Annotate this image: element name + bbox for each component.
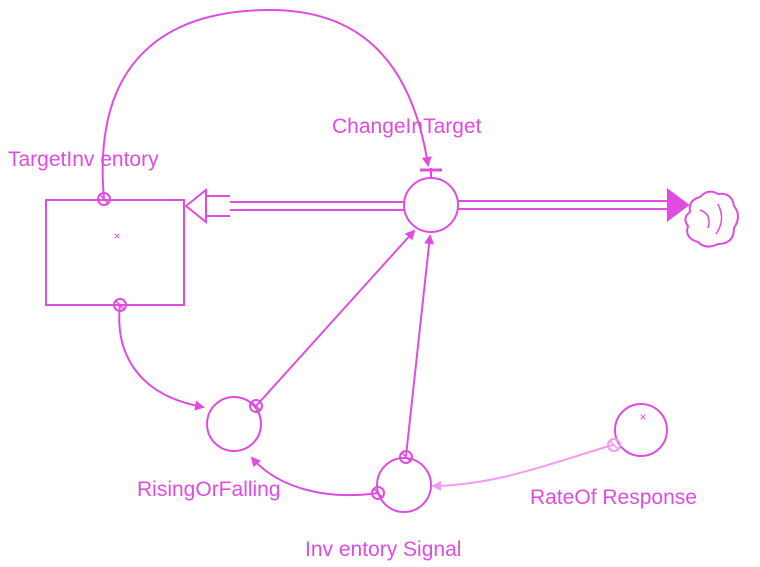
rate-mark: × [639, 410, 646, 424]
link-origin-rising [249, 399, 263, 413]
inventory-signal-node[interactable] [376, 457, 432, 513]
rate-of-response-node[interactable] [614, 403, 668, 457]
link-origin-rate [607, 438, 621, 452]
flow-pipe-to-cloud [458, 188, 690, 222]
rising-or-falling-node[interactable] [206, 396, 262, 452]
cloud-sink-icon [684, 190, 739, 248]
stock-mark: × [113, 229, 120, 243]
link-stock-to-valve [101, 8, 432, 200]
flow-pipe-to-stock [184, 187, 405, 225]
signal-label: Inv entory Signal [305, 538, 462, 561]
link-origin-stock-bottom [113, 298, 127, 312]
rate-label: RateOf Response [530, 486, 697, 509]
link-signal-to-valve [405, 234, 435, 457]
link-origin-signal-top [399, 450, 413, 464]
link-stock-to-rising [118, 304, 205, 411]
link-origin-stock-top [97, 192, 111, 206]
change-in-target-valve[interactable] [403, 168, 459, 233]
stock-label: TargetInv entory [8, 148, 159, 171]
rising-label: RisingOrFalling [137, 478, 281, 501]
flow-label: ChangeInTarget [332, 115, 482, 138]
link-rising-to-valve [255, 229, 416, 407]
link-rate-to-signal [431, 444, 614, 491]
target-inventory-stock[interactable] [45, 199, 185, 306]
link-origin-signal-left [371, 486, 385, 500]
link-signal-to-rising [250, 456, 379, 497]
